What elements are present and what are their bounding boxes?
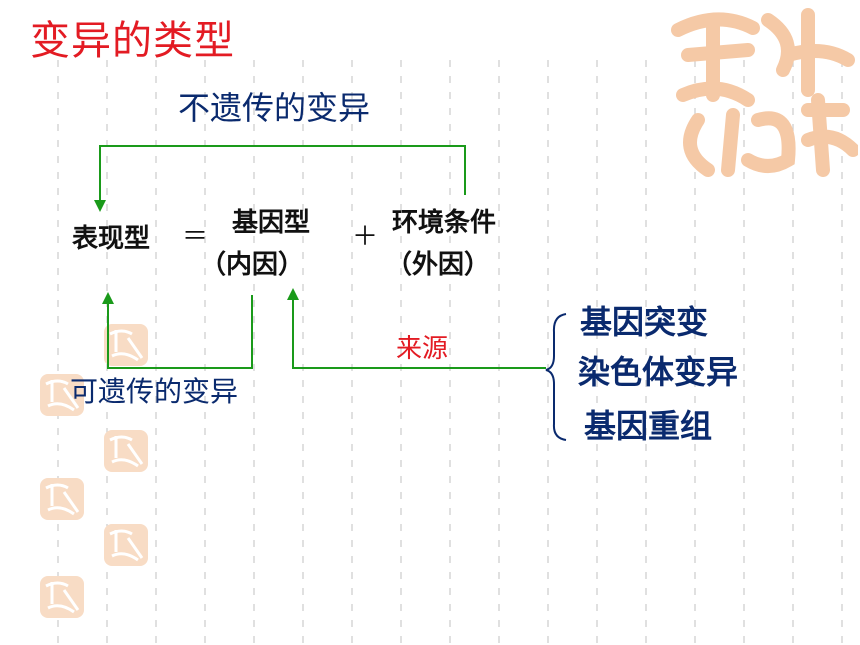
- environment-label: 环境条件: [392, 208, 497, 238]
- non-heritable-variation-label: 不遗传的变异: [178, 89, 371, 127]
- seal-logo-large: [671, 8, 858, 177]
- environment-external-cause: （外因）: [386, 250, 491, 280]
- seal-logo-small-1: [104, 324, 148, 366]
- heritable-arrow: [107, 295, 253, 369]
- heritable-arrowhead: [102, 292, 114, 304]
- genotype-internal-cause: （内因）: [200, 250, 305, 280]
- source-chromosome-variation: 染色体变异: [578, 353, 739, 391]
- page-title: 变异的类型: [30, 18, 235, 64]
- non-heritable-arrowhead: [94, 200, 106, 212]
- curly-brace: [545, 313, 567, 441]
- seal-logo-small-5: [104, 524, 148, 566]
- seal-logo-small-2: [40, 374, 84, 416]
- seal-logo-small-4: [40, 478, 84, 520]
- source-gene-mutation: 基因突变: [580, 303, 709, 341]
- source-gene-recombination: 基因重组: [584, 407, 713, 445]
- genotype-label: 基因型: [232, 208, 311, 238]
- seal-logo-small-3: [104, 430, 148, 472]
- plus-sign: ＋: [352, 222, 379, 252]
- non-heritable-arrow: [99, 145, 466, 206]
- phenotype-label: 表现型: [72, 224, 151, 254]
- seal-logo-small-6: [40, 576, 84, 618]
- heritable-variation-label: 可遗传的变异: [70, 375, 239, 408]
- source-label: 来源: [396, 334, 449, 364]
- equals-sign: ＝: [182, 222, 209, 252]
- source-arrowhead: [287, 288, 299, 300]
- source-arrow: [292, 296, 546, 369]
